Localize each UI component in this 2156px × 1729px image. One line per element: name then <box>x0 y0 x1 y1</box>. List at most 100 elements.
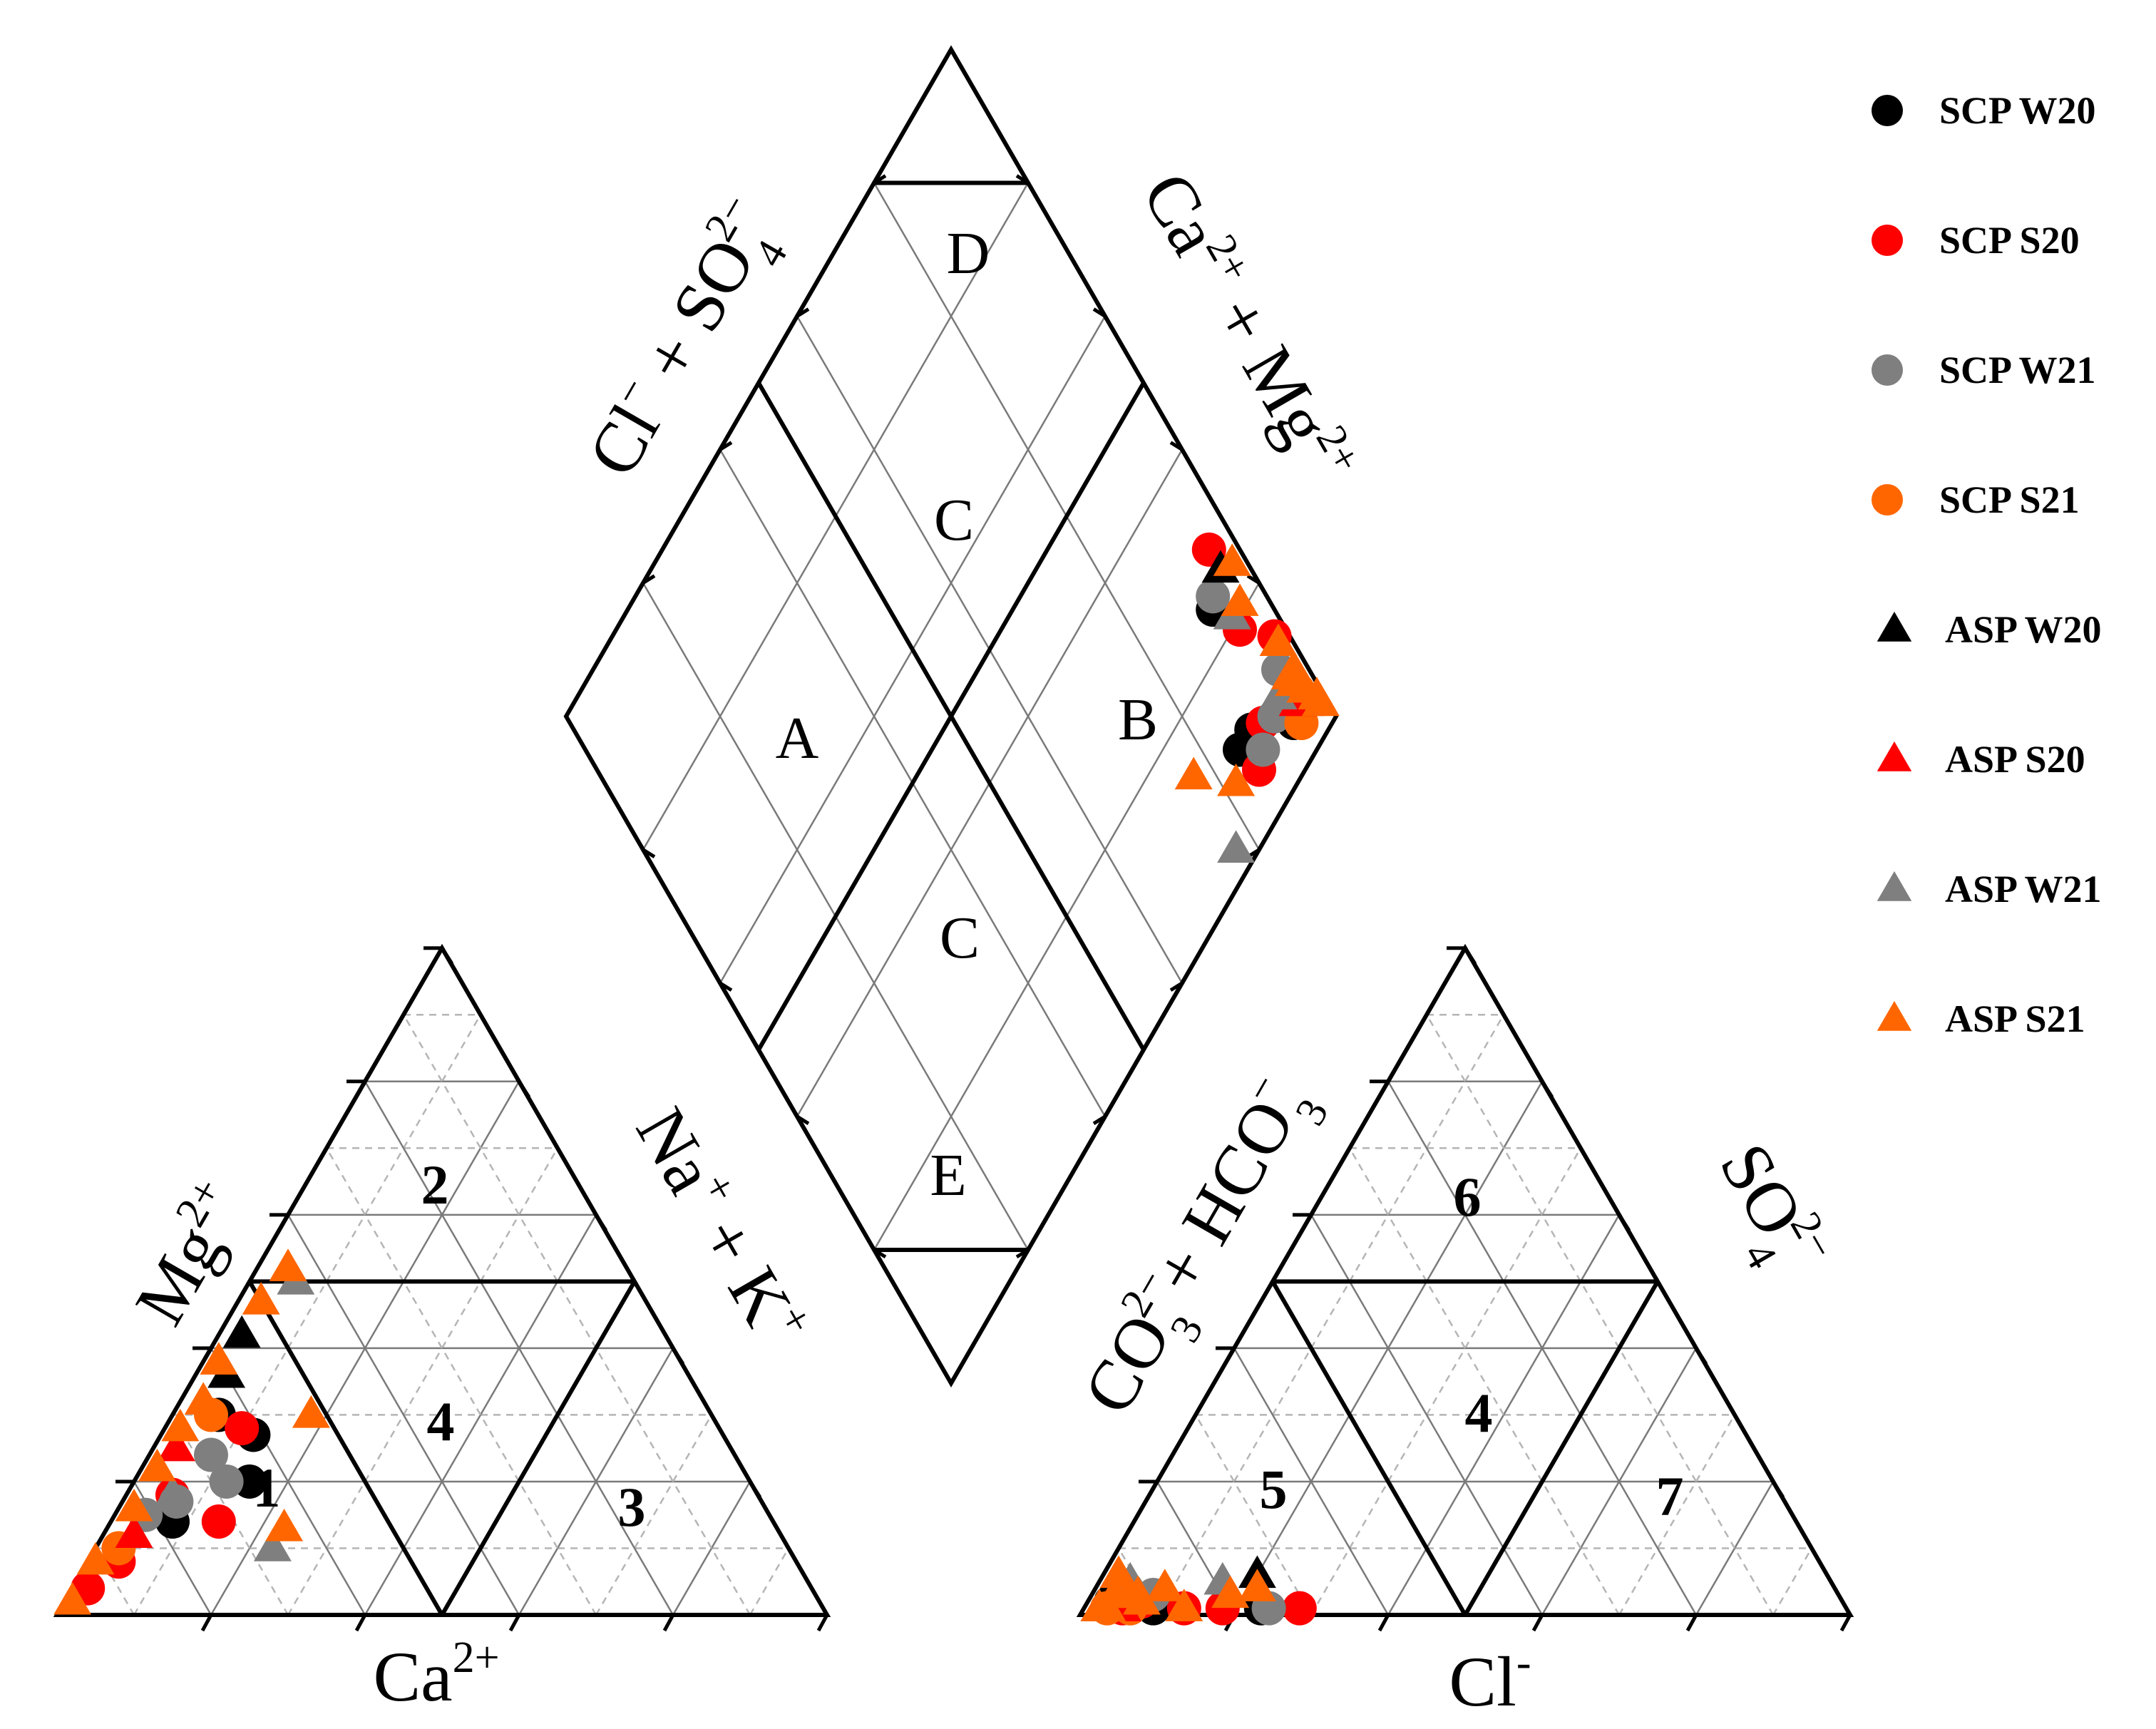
anion-grid-line <box>1156 1014 1505 1616</box>
legend-marker <box>1877 741 1912 771</box>
anion-grid-line <box>1618 1414 1736 1616</box>
anion-grid-line <box>1387 1081 1698 1616</box>
anion-region-labels: 4 5 6 7 <box>1260 1166 1684 1527</box>
cation-tick <box>508 1613 521 1632</box>
cation-tick <box>594 1214 608 1232</box>
diamond-region-labels: D C A B C E <box>776 220 1158 1209</box>
cation-point <box>153 1475 192 1508</box>
anion-tick <box>1531 1613 1544 1632</box>
cation-boundary <box>440 1280 637 1616</box>
diagram-grid <box>94 182 1813 1616</box>
legend-label: ASP W21 <box>1945 868 2102 910</box>
cation-tick <box>748 1480 762 1499</box>
anion-tick <box>1540 1080 1554 1099</box>
diamond-tick <box>873 1248 887 1259</box>
cation-grid-line <box>364 1081 674 1616</box>
cation-grid-line <box>749 1547 790 1616</box>
cation-region-2: 2 <box>421 1154 449 1216</box>
cation-boundary <box>247 1280 444 1616</box>
legend-label: ASP S21 <box>1945 997 2085 1040</box>
diamond-point <box>1213 543 1251 576</box>
anion-tick <box>1617 1214 1631 1232</box>
cation-point <box>200 1342 238 1375</box>
axis-label-ca-mg: Ca2+ + Mg2+ <box>1127 158 1371 498</box>
legend-marker <box>1872 95 1903 126</box>
diamond-point <box>1221 583 1259 616</box>
diamond-tick <box>1092 1114 1107 1125</box>
cation-point <box>201 1504 236 1539</box>
legend-label: SCP S21 <box>1939 478 2080 521</box>
legend-label: ASP W20 <box>1945 608 2102 651</box>
diamond-point <box>1217 830 1256 863</box>
cation-point <box>225 1411 260 1446</box>
cation-point <box>115 1488 153 1522</box>
cation-point <box>161 1408 200 1442</box>
region-label-e: E <box>930 1142 966 1209</box>
cation-point <box>184 1382 222 1415</box>
anion-tick <box>1771 1480 1785 1499</box>
diamond-point <box>1246 732 1280 767</box>
diamond-tick <box>642 848 656 858</box>
anion-region-5: 5 <box>1260 1458 1288 1520</box>
cation-point <box>138 1448 176 1482</box>
region-label-d: D <box>947 220 990 287</box>
diamond-tick <box>1092 307 1107 318</box>
anion-outline <box>1076 943 1854 1617</box>
anion-tick <box>1463 947 1477 965</box>
diamond-tick <box>1169 981 1184 992</box>
cation-tick <box>671 1347 685 1365</box>
legend-marker <box>1872 354 1903 386</box>
cation-grid-line <box>325 1147 597 1616</box>
diamond-tick <box>1246 574 1261 585</box>
diamond-point <box>1196 579 1231 614</box>
anion-point <box>1146 1569 1184 1601</box>
diamond-outline <box>563 45 1339 1387</box>
diamond-tick <box>719 441 733 451</box>
cation-point <box>76 1541 115 1575</box>
axis-label-mg: Mg2+ <box>117 1170 262 1338</box>
anion-grid-line <box>1425 1014 1775 1616</box>
cation-point <box>194 1437 228 1472</box>
anion-grid-line <box>1772 1547 1813 1616</box>
anion-grid-line <box>1194 1414 1313 1616</box>
diamond-tick <box>873 174 887 185</box>
cation-tick <box>200 1613 213 1632</box>
axis-label-na-k: Na+ + K+ <box>621 1093 823 1360</box>
anion-region-7: 7 <box>1656 1465 1684 1527</box>
diamond-tick <box>719 981 733 992</box>
cation-tick <box>354 1613 367 1632</box>
region-label-a: A <box>776 705 819 771</box>
anion-point <box>1282 1591 1317 1626</box>
cation-grid-line <box>595 1414 713 1616</box>
diamond-point <box>1298 677 1336 709</box>
cation-region-4: 4 <box>427 1390 455 1452</box>
cation-point <box>292 1395 330 1428</box>
cation-point <box>53 1581 92 1615</box>
legend-marker <box>1872 225 1903 256</box>
cation-grid-line <box>133 1014 482 1616</box>
diamond-tick <box>1169 441 1184 451</box>
anion-grid-line <box>1348 1147 1621 1616</box>
region-label-c-upper: C <box>934 487 974 553</box>
data-points <box>53 532 1340 1626</box>
diamond-tick <box>796 1114 810 1125</box>
region-label-c-lower: C <box>940 905 980 971</box>
cation-region-3: 3 <box>618 1476 646 1538</box>
anion-tick <box>1685 1613 1698 1632</box>
anion-region-4: 4 <box>1465 1382 1493 1444</box>
cation-grid-line <box>287 1147 559 1616</box>
cation-point <box>253 1529 292 1561</box>
region-label-b: B <box>1118 687 1158 753</box>
cation-point <box>157 1428 195 1462</box>
cation-point <box>222 1315 261 1348</box>
cation-point <box>265 1509 304 1541</box>
diamond-tick <box>1015 174 1030 185</box>
diamond-point <box>1217 763 1256 796</box>
cation-grid-line <box>402 1014 751 1616</box>
diamond-tick <box>642 574 656 585</box>
cation-point <box>269 1248 307 1281</box>
legend-marker <box>1877 611 1912 642</box>
anion-point <box>1165 1589 1203 1621</box>
